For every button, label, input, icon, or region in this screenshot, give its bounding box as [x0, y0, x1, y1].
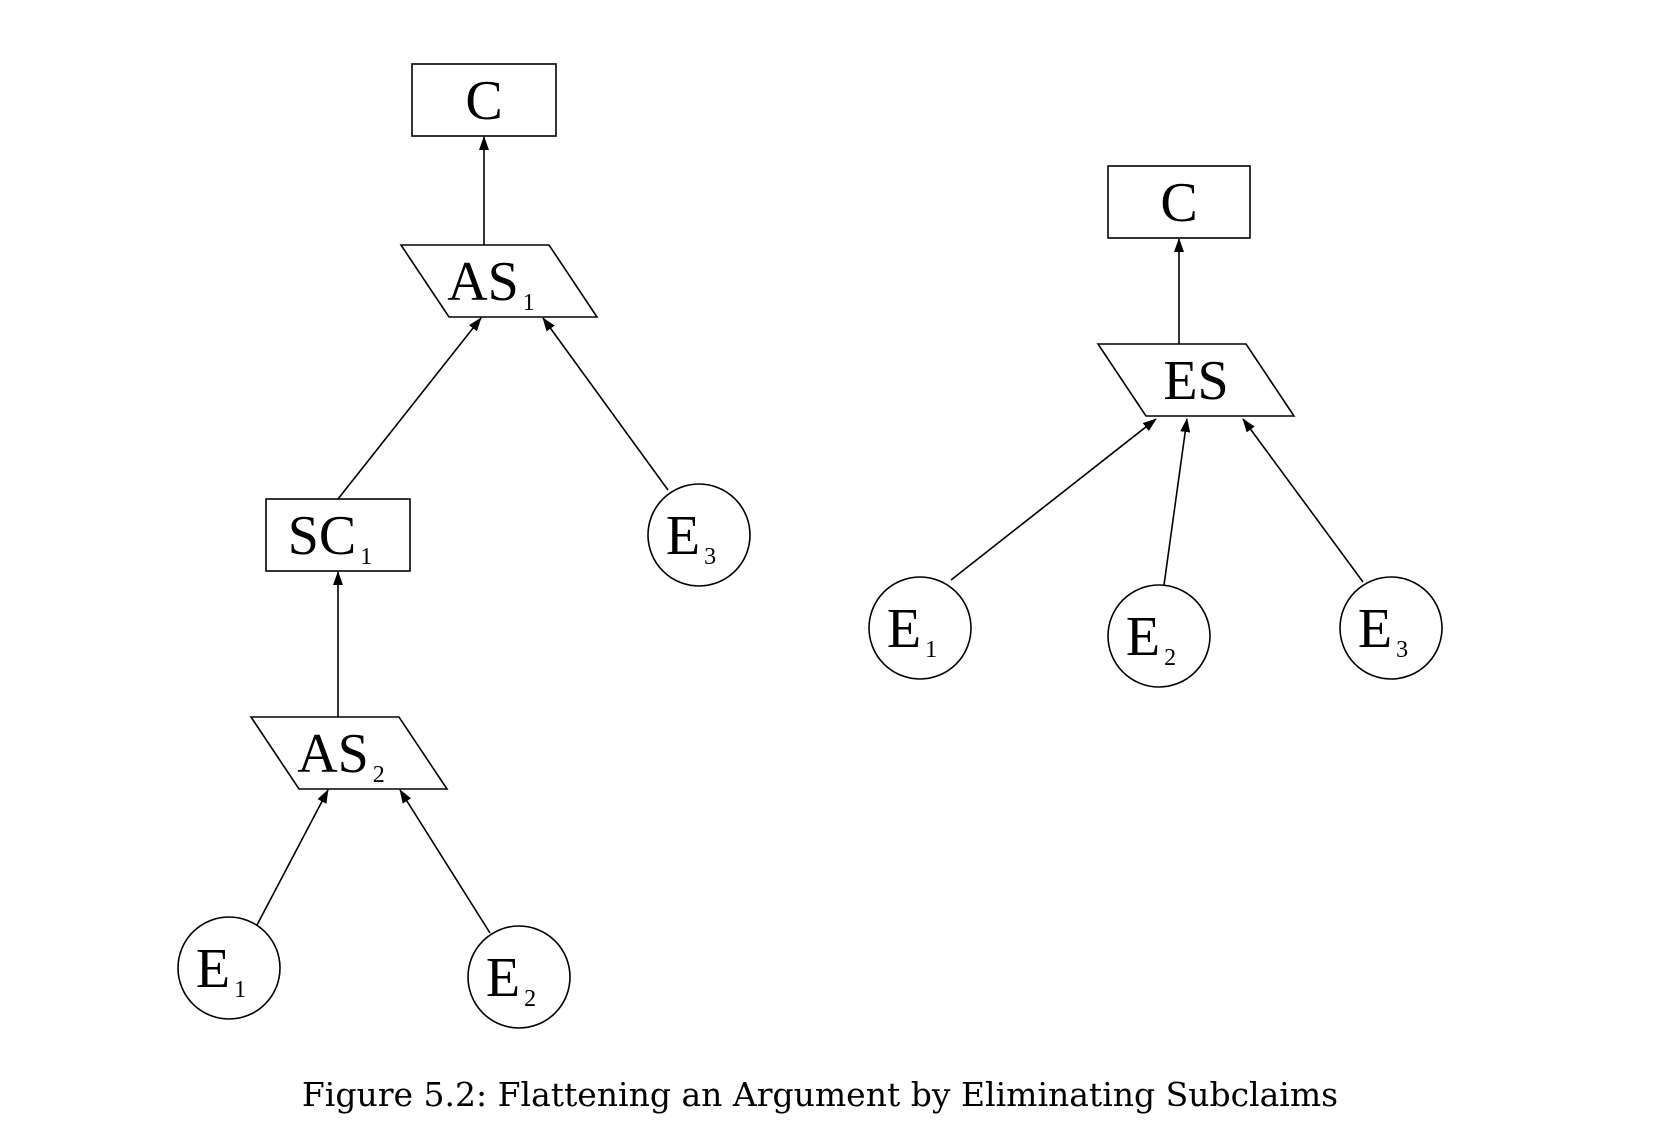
- claim-node-r-c: C: [1107, 165, 1251, 239]
- evidence-shape: [1339, 576, 1443, 680]
- strategy-shape: [249, 716, 449, 790]
- strategy-shape: [399, 244, 599, 318]
- edge-l-e1-to-l-as2: [256, 789, 329, 926]
- evidence-shape: [1107, 584, 1211, 688]
- claim-shape: [265, 498, 411, 572]
- edge-l-e2-to-l-as2: [399, 789, 491, 934]
- node-label: C: [1160, 172, 1197, 234]
- edge-l-e3-to-l-as1: [542, 317, 669, 491]
- evidence-shape: [177, 916, 281, 1020]
- edge-r-e3-to-r-es: [1242, 418, 1364, 583]
- figure-caption: Figure 5.2: Flattening an Argument by El…: [301, 1075, 1339, 1114]
- edge-r-e2-to-r-es: [1163, 418, 1191, 586]
- node-label: ES: [1163, 350, 1228, 412]
- claim-node-l-c: C: [411, 63, 557, 137]
- strategy-shape: [1096, 343, 1296, 417]
- claim-shape: [411, 63, 557, 137]
- evidence-shape: [868, 576, 972, 680]
- edge-r-e1-to-r-es: [950, 418, 1157, 581]
- claim-shape: [1107, 165, 1251, 239]
- evidence-shape: [647, 483, 751, 587]
- evidence-shape: [467, 925, 571, 1029]
- strategy-node-r-es: ES: [1096, 343, 1296, 417]
- edge-l-sc1-to-l-as1: [337, 317, 482, 500]
- node-label: C: [465, 70, 502, 132]
